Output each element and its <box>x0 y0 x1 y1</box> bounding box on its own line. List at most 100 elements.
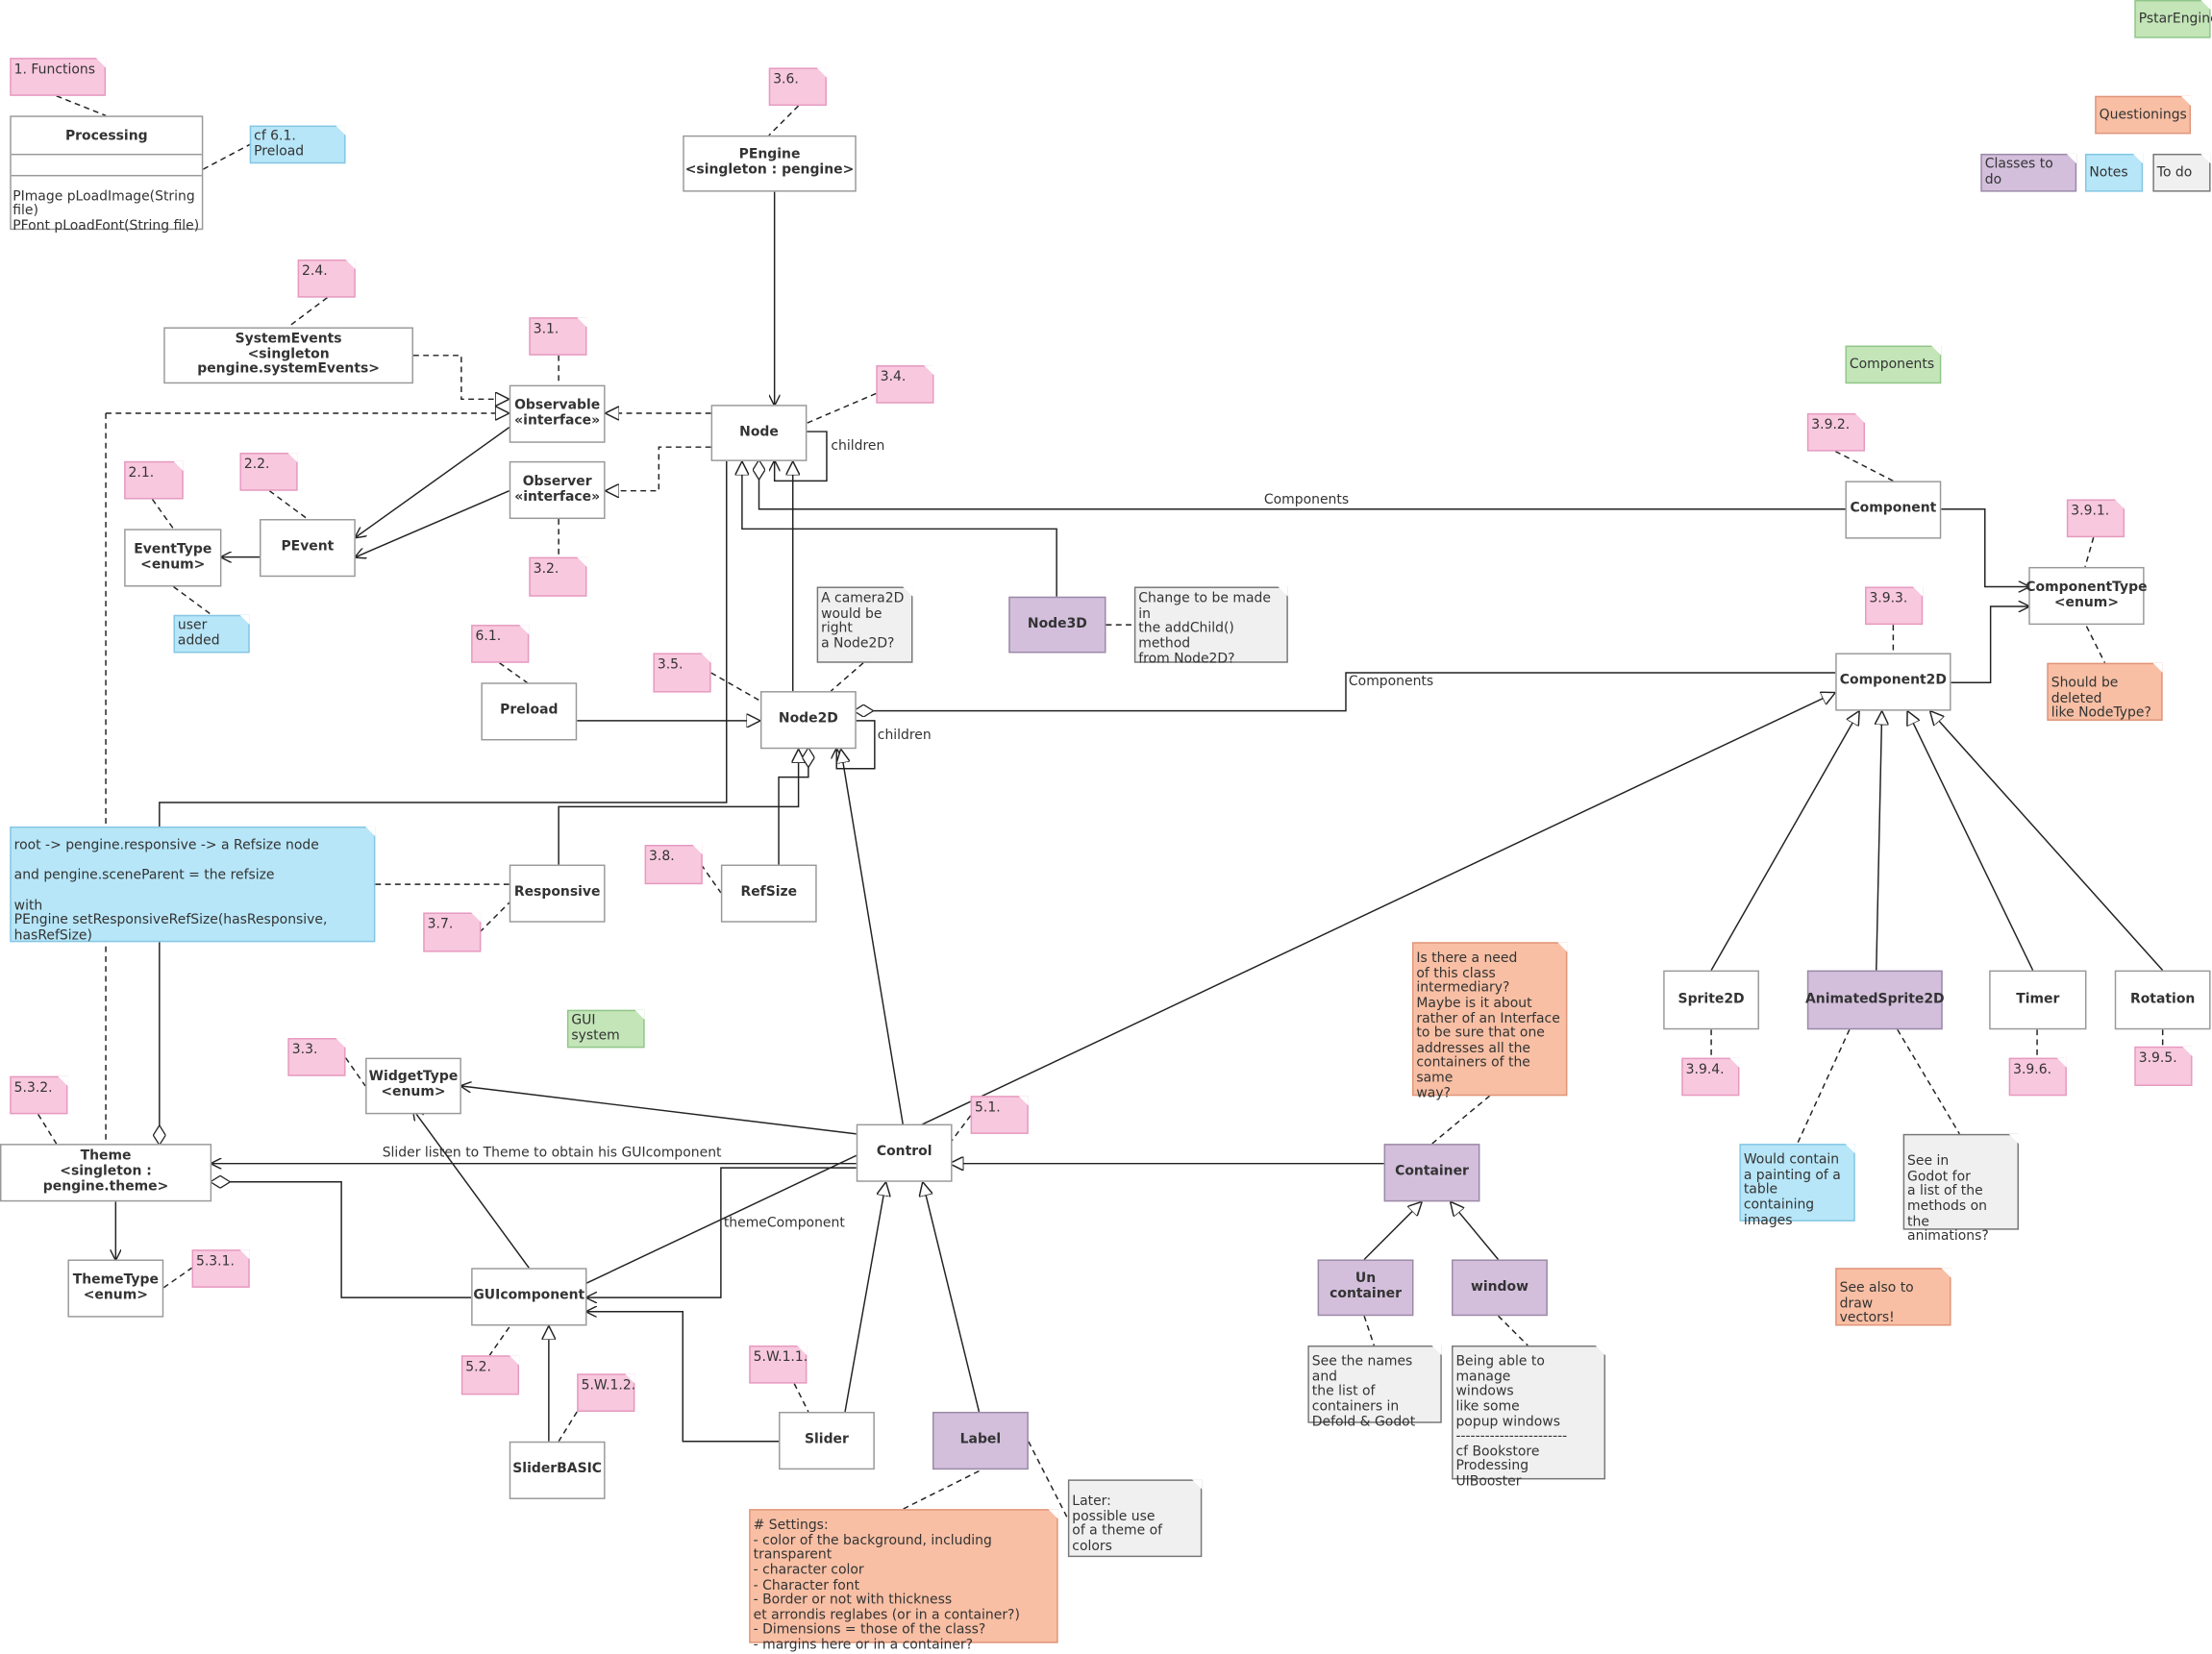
note-text: Should be deleted like NodeType? <box>2050 675 2151 722</box>
link-5-2 <box>488 1326 510 1356</box>
control-inherits-node2d <box>841 749 904 1124</box>
class-theme[interactable]: Theme <singleton : pengine.theme> <box>0 1144 212 1202</box>
class-event-type[interactable]: EventType <enum> <box>124 529 222 587</box>
edge-label-components-2d: Components <box>1348 674 1434 690</box>
class-label[interactable]: Label <box>932 1411 1029 1470</box>
tag-text: 5.W.1.1. <box>753 1349 808 1366</box>
note-add-child: Change to be made in the addChild() meth… <box>1133 586 1288 666</box>
tag-text: 3.7. <box>427 916 454 933</box>
section-tag-6-1: 6.1. <box>471 625 530 663</box>
section-tag-3-7: 3.7. <box>423 912 482 952</box>
section-tag-5-2: 5.2. <box>460 1355 520 1395</box>
note-godot-animations: See in Godot for a list of the methods o… <box>1902 1133 2019 1244</box>
link-2-4 <box>286 297 328 329</box>
timer-inherits <box>1907 711 2034 971</box>
node-theme-aggregation <box>160 460 728 1144</box>
tag-text: 5.3.2. <box>13 1080 53 1097</box>
section-tag-2-1: 2.1. <box>124 460 184 500</box>
legend-components: Components <box>1845 345 1942 384</box>
class-component-type[interactable]: ComponentType <enum> <box>2026 566 2148 626</box>
tag-text: 1. Functions <box>13 62 95 78</box>
link-label-settings <box>902 1469 980 1510</box>
class-pevent[interactable]: PEvent <box>260 519 356 578</box>
section-tag-3-3: 3.3. <box>287 1038 346 1076</box>
tag-text: 2.4. <box>302 263 328 280</box>
link-2-2 <box>268 490 309 520</box>
link-camera2d <box>830 662 864 692</box>
class-slider[interactable]: Slider <box>779 1411 875 1470</box>
class-window[interactable]: window <box>1452 1259 1548 1317</box>
class-container[interactable]: Container <box>1383 1144 1480 1202</box>
component-aggregation <box>759 461 1846 510</box>
section-tag-3-1: 3.1. <box>529 317 587 356</box>
tag-text: 3.9.1. <box>2071 503 2110 520</box>
note-text: See the names and the list of containers… <box>1311 1353 1416 1430</box>
class-rotation[interactable]: Rotation <box>2114 970 2211 1030</box>
class-refsize[interactable]: RefSize <box>720 864 817 923</box>
class-control[interactable]: Control <box>856 1123 953 1182</box>
class-component[interactable]: Component <box>1845 481 1942 539</box>
uncontainer-inherits <box>1363 1201 1422 1260</box>
tag-text: 5.W.1.2. <box>581 1377 636 1394</box>
note-text: See also to draw vectors! <box>1839 1280 1914 1326</box>
tag-text: 3.9.5. <box>2138 1050 2177 1067</box>
window-inherits <box>1451 1201 1500 1260</box>
section-tag-3-8: 3.8. <box>644 845 703 885</box>
class-guicomponent[interactable]: GUIcomponent <box>471 1268 587 1326</box>
section-tag-3-5: 3.5. <box>653 653 711 693</box>
link-3-9-1 <box>2084 536 2095 568</box>
link-3-4 <box>807 392 877 424</box>
class-pengine[interactable]: PEngine <singleton : pengine> <box>683 135 857 192</box>
note-text: user added <box>177 618 220 650</box>
class-un-container[interactable]: Un container <box>1317 1259 1414 1317</box>
note-intermediary: Is there a need of this class intermedia… <box>1411 942 1568 1100</box>
note-text: Change to be made in the addChild() meth… <box>1138 590 1271 667</box>
class-processing[interactable]: Processing PImage pLoadImage(String file… <box>10 115 204 234</box>
section-tag-3-9-3: 3.9.3. <box>1865 586 1924 626</box>
rotation-inherits <box>1930 711 2164 972</box>
class-widget-type[interactable]: WidgetType <enum> <box>365 1057 461 1115</box>
note-text: A camera2D would be right a Node2D? <box>821 590 905 652</box>
class-responsive[interactable]: Responsive <box>509 864 606 923</box>
section-tag-3-9-2: 3.9.2. <box>1806 412 1866 452</box>
legend-pstar-engine: PstarEngine <box>2134 0 2212 38</box>
class-preload[interactable]: Preload <box>481 682 578 741</box>
class-sprite2d[interactable]: Sprite2D <box>1663 970 1759 1030</box>
tag-text: 3.2. <box>533 561 559 578</box>
class-theme-type[interactable]: ThemeType <enum> <box>67 1259 164 1318</box>
component2d-aggregation <box>855 672 1836 711</box>
class-timer[interactable]: Timer <box>1989 970 2087 1030</box>
sprite2d-inherits <box>1710 711 1859 972</box>
note-text: Being able to manage windows like some p… <box>1455 1353 1568 1490</box>
edge-label-components-top: Components <box>1263 492 1350 508</box>
class-node[interactable]: Node <box>710 405 808 461</box>
class-node3d[interactable]: Node3D <box>1008 596 1106 654</box>
class-animated-sprite2d[interactable]: AnimatedSprite2D <box>1805 970 1945 1030</box>
tag-text: 5.3.1. <box>195 1253 235 1270</box>
note-cf-preload: cf 6.1. Preload <box>249 125 346 164</box>
sysevents-realizes-observable <box>412 355 510 399</box>
class-system-events[interactable]: SystemEvents <singleton pengine.systemEv… <box>163 327 413 384</box>
animatedsprite2d-inherits <box>1876 711 1882 971</box>
section-tag-3-9-6: 3.9.6. <box>2008 1057 2067 1097</box>
node-realizes-observer <box>605 446 711 490</box>
class-slider-basic[interactable]: SliderBASIC <box>509 1441 606 1499</box>
section-tag-functions: 1. Functions <box>10 58 107 96</box>
slider-guicomponent <box>586 1312 780 1443</box>
class-component2d[interactable]: Component2D <box>1835 653 1951 711</box>
class-observable[interactable]: Observable «interface» <box>509 384 606 443</box>
tag-text: 5.1. <box>975 1099 1001 1116</box>
link-theme-of-colors <box>1028 1441 1069 1519</box>
class-observer[interactable]: Observer «interface» <box>509 460 606 520</box>
legend-notes: Notes <box>2084 153 2144 192</box>
node-children <box>775 431 828 482</box>
class-node2d[interactable]: Node2D <box>759 691 857 750</box>
link-5-3-2 <box>37 1113 58 1145</box>
note-camera2d: A camera2D would be right a Node2D? <box>816 586 913 663</box>
guicomponent-component2d <box>576 693 1835 1289</box>
link-functions <box>56 95 107 117</box>
link-user-added <box>173 585 212 616</box>
note-text: Would contain a painting of a table cont… <box>1743 1151 1841 1228</box>
note-text: Is there a need of this class intermedia… <box>1416 950 1560 1101</box>
